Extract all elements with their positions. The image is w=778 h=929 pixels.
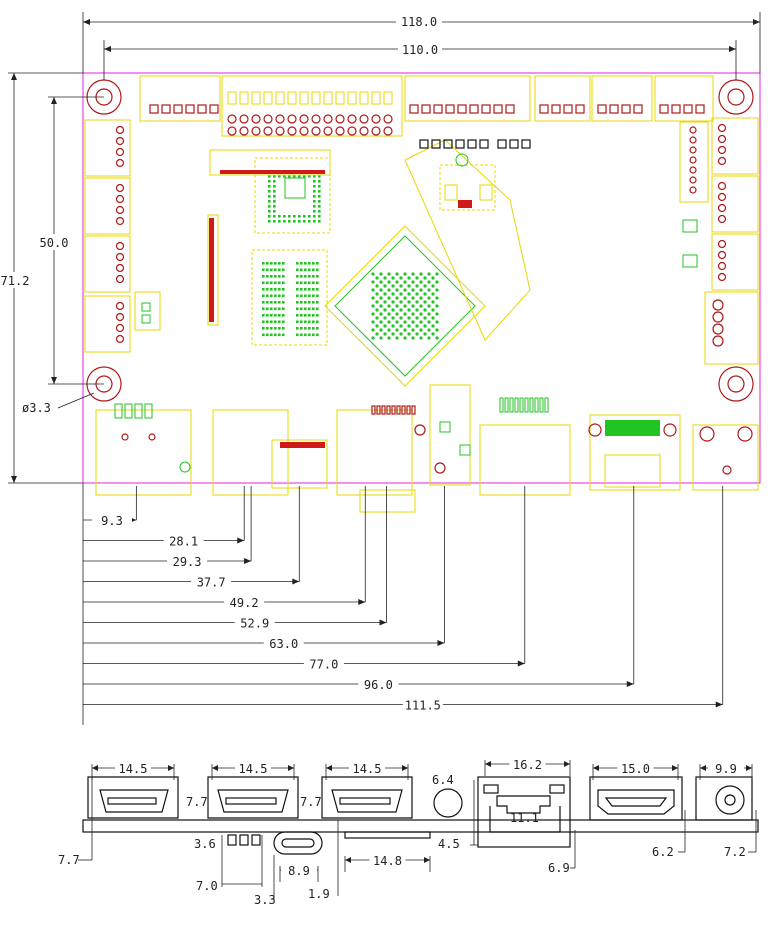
side-dim-label: 8.9	[288, 864, 310, 878]
hole-spacing-x-label: 110.0	[402, 43, 438, 57]
bottom-dim-label: 29.3	[173, 555, 202, 569]
usb-a-port-1	[87, 776, 179, 819]
bottom-dim-label: 37.7	[197, 576, 226, 590]
side-dim-label: 7.2	[724, 845, 746, 859]
side-dim-label: 11.1	[510, 811, 539, 825]
top-header-pins	[149, 91, 705, 136]
middle-header	[419, 139, 531, 149]
usb-a-port-2	[207, 776, 299, 819]
side-dim-label: 15.0	[621, 762, 650, 776]
top-dimensions: 118.0 110.0	[82, 12, 761, 80]
bottom-dimensions: 9.3 28.1 29.3 37.7 49.2 52.963.0 77.0 96.0 111.5	[82, 483, 724, 725]
side-dim-label: 1.9	[308, 887, 330, 901]
overall-height-label: 71.2	[1, 274, 30, 288]
overall-width-label: 118.0	[401, 15, 437, 29]
top-connectors	[139, 75, 714, 137]
side-dimensions: 14.5 14.5 14.5 16.2 15.0 9.9 7.7 7.7 7.7 6.4 11.1 4…	[58, 756, 757, 907]
side-dim-label: 4.5	[438, 837, 460, 851]
pcb-edge	[82, 819, 759, 833]
pcb-outline	[82, 72, 761, 484]
right-connector-pins	[682, 123, 727, 347]
side-dim-label: 16.2	[513, 758, 542, 772]
usb-c-port	[273, 831, 323, 855]
right-connectors	[679, 117, 759, 365]
dc-jack	[695, 776, 753, 821]
bottom-edge-connectors	[95, 384, 759, 513]
fpc-connectors	[207, 149, 331, 326]
side-dim-label: 14.5	[353, 762, 382, 776]
side-dim-label: 7.7	[58, 853, 80, 867]
usb-a-port-3	[321, 776, 413, 819]
side-dim-label: 6.4	[432, 773, 454, 787]
bottom-dim-label: 52.9	[240, 617, 269, 631]
bottom-pads	[114, 397, 753, 475]
side-dim-label: 14.5	[239, 762, 268, 776]
hdmi-port	[589, 776, 683, 821]
emmc-chip	[254, 157, 331, 234]
side-view: 14.5 14.5 14.5 16.2 15.0 9.9 7.7 7.7 7.7 6.4 11.1 4…	[58, 756, 759, 907]
sd-card-slot	[344, 831, 431, 839]
side-dim-label: 7.7	[300, 795, 322, 809]
bottom-dim-label: 49.2	[230, 596, 259, 610]
side-dim-label: 6.2	[652, 845, 674, 859]
side-dim-label: 9.9	[715, 762, 737, 776]
side-dim-label: 7.0	[196, 879, 218, 893]
side-dim-label: 3.3	[254, 893, 276, 907]
bottom-dim-label: 28.1	[169, 535, 198, 549]
ram-chips	[251, 249, 328, 346]
bottom-dim-label: 77.0	[309, 658, 338, 672]
hole-spacing-y-label: 50.0	[40, 236, 69, 250]
audio-jack	[433, 788, 463, 818]
bottom-dim-label: 111.5	[405, 699, 441, 713]
bottom-dim-label: 9.3	[101, 514, 123, 528]
side-dim-label: 7.7	[186, 795, 208, 809]
side-dim-label: 14.5	[119, 762, 148, 776]
soc-bga	[324, 225, 486, 387]
left-connector-pins	[115, 125, 151, 344]
wifi-module	[404, 139, 531, 341]
hole-diameter-label: ø3.3	[22, 401, 51, 415]
left-connectors	[84, 119, 161, 353]
bottom-dim-label: 96.0	[364, 678, 393, 692]
top-view: 118.0 110.0 71.2 50.0 ø3	[0, 12, 761, 725]
side-dim-label: 3.6	[194, 837, 216, 851]
bottom-dim-label: 63.0	[269, 637, 298, 651]
side-dim-label: 14.8	[373, 854, 402, 868]
button	[227, 834, 261, 846]
left-dimensions: 71.2 50.0 ø3.3	[0, 72, 104, 484]
rj45-port	[477, 776, 571, 848]
side-dim-label: 6.9	[548, 861, 570, 875]
